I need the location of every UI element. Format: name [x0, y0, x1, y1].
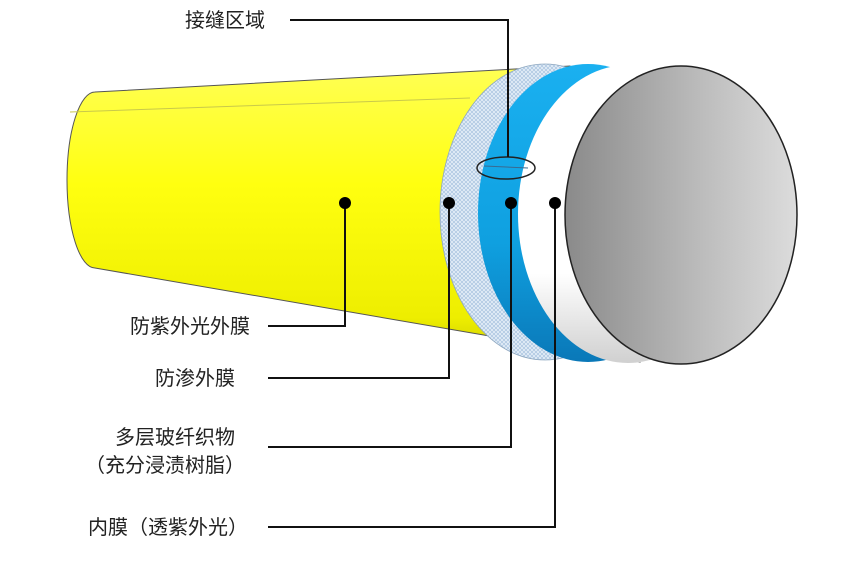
seam-area-marker: [476, 156, 536, 180]
inner-film-dot: [549, 197, 561, 209]
uv-film-dot: [339, 197, 351, 209]
seepage-film-label: 防渗外膜: [155, 366, 235, 390]
fiberglass-sublabel: （充分浸渍树脂）: [85, 453, 245, 477]
inner-film-leader-line: [268, 203, 556, 528]
fiberglass-label: 多层玻纤织物: [115, 425, 235, 449]
fiberglass-dot: [505, 197, 517, 209]
fiberglass-leader-line: [268, 203, 512, 448]
seam-leader-line: [290, 19, 509, 157]
seam-area-label: 接缝区域: [185, 8, 265, 32]
seepage-dot: [443, 197, 455, 209]
uv-film-label: 防紫外光外膜: [130, 314, 250, 338]
pipe-end-face: [564, 65, 798, 365]
inner-film-label: 内膜（透紫外光）: [88, 515, 248, 539]
seepage-leader-line: [268, 203, 450, 379]
uv-film-leader-line: [268, 203, 346, 327]
